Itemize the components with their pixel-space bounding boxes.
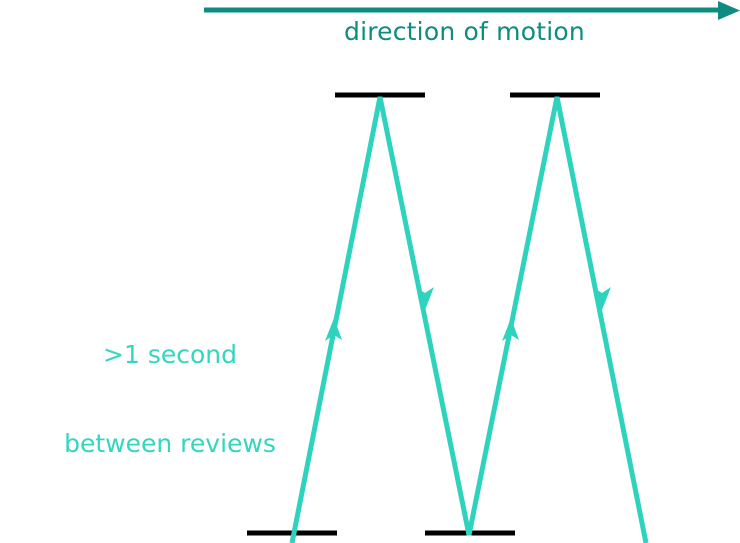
direction-arrow-head-icon — [718, 1, 740, 20]
zigzag-path — [289, 96, 649, 543]
direction-of-motion-arrow — [204, 1, 740, 20]
zigzag-arrowhead-up-left-icon — [325, 318, 342, 341]
zigzag-arrowhead-down-left-icon — [417, 287, 434, 310]
interval-label: >1 second between reviews — [62, 281, 278, 517]
zigzag-arrowhead-down-right-icon — [594, 287, 611, 310]
zigzag-arrowhead-up-right-icon — [502, 318, 519, 341]
direction-of-motion-label: direction of motion — [344, 17, 585, 46]
interval-label-line2: between reviews — [64, 428, 276, 458]
interval-label-line1: >1 second — [103, 340, 237, 369]
